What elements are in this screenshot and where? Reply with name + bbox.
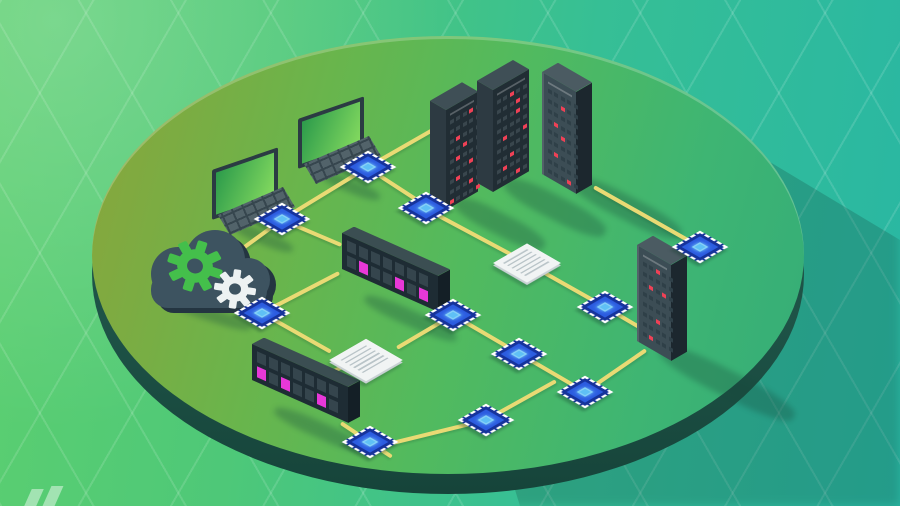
gear-green-icon [167,240,223,292]
network-chip-a [253,202,311,236]
network-chip-k [576,290,634,324]
network-chip-h [457,403,515,437]
network-chip-i [341,425,399,459]
network-chip-f [490,337,548,371]
cloud-icon [151,230,276,313]
network-chip-d [233,296,291,330]
gear-white-icon [213,269,257,309]
network-chip-b [339,150,397,184]
network-chip-j [671,230,729,264]
network-chip-e [424,298,482,332]
network-chip-c [397,191,455,225]
network-chip-g [556,375,614,409]
